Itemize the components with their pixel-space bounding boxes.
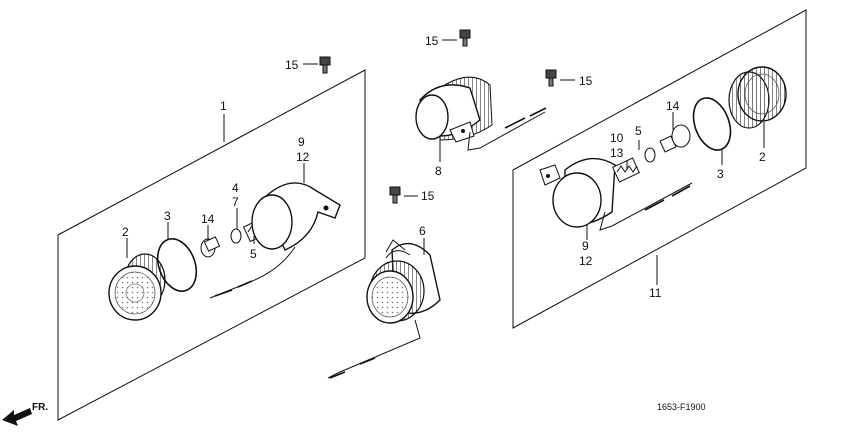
callout-5-left: 5	[250, 247, 257, 261]
bulb-14-right	[659, 124, 691, 153]
callout-12-right: 12	[579, 254, 593, 268]
arrow-left-icon	[2, 408, 32, 426]
lamp-6: 6	[327, 224, 441, 379]
lens-2-left	[108, 253, 166, 321]
housing-9-12-right	[539, 157, 693, 231]
screw-15-mid-right: 15	[545, 69, 593, 88]
callout-14-right: 14	[666, 99, 680, 113]
callout-8: 8	[435, 164, 442, 178]
screw-15-top-left	[303, 56, 331, 74]
callout-2-left: 2	[122, 225, 129, 239]
callout-6: 6	[419, 224, 426, 238]
callout-4: 4	[232, 181, 239, 195]
screw-15-top-middle: 15	[425, 29, 471, 48]
washer-4-7	[230, 228, 242, 244]
fr-label: FR.	[32, 402, 48, 413]
callout-13: 13	[610, 146, 624, 160]
left-turn-signal-assembly: 1 2 3 14 4 7 5 9 12 15	[57, 56, 366, 421]
screw-15-lower-middle: 15	[389, 186, 435, 204]
callout-14-left: 14	[201, 212, 215, 226]
lens-2-right	[728, 66, 787, 129]
right-turn-signal-assembly: 10 13 5 14 9 12 3 2 11	[512, 9, 807, 329]
callout-3-left: 3	[164, 209, 171, 223]
callout-15-d: 15	[421, 189, 435, 203]
housing-8: 8	[415, 76, 547, 178]
callout-12-left: 12	[296, 150, 310, 164]
callout-15-a: 15	[285, 58, 299, 72]
callout-10: 10	[610, 131, 624, 145]
housing-9-12-left	[251, 182, 341, 251]
callout-15-b: 15	[425, 34, 439, 48]
callout-3-right: 3	[717, 167, 724, 181]
callout-5-right: 5	[635, 124, 642, 138]
bulb-14-left	[200, 236, 221, 258]
assembly-1-panel	[57, 69, 366, 421]
middle-parts: 15 15 8 15	[327, 29, 593, 379]
callout-9-left: 9	[298, 135, 305, 149]
callout-9-right: 9	[582, 239, 589, 253]
gasket-3-right	[692, 97, 732, 151]
figure-code: 1653-F1900	[657, 402, 706, 412]
callout-2-right: 2	[759, 150, 766, 164]
front-direction-indicator: FR.	[2, 402, 48, 426]
socket-10-13	[611, 157, 641, 183]
assembly-11-panel	[512, 9, 807, 329]
washer-5-right	[644, 147, 656, 163]
callout-7: 7	[232, 195, 239, 209]
callout-1: 1	[220, 99, 227, 113]
callout-11: 11	[649, 286, 662, 300]
callout-15-c: 15	[579, 74, 593, 88]
